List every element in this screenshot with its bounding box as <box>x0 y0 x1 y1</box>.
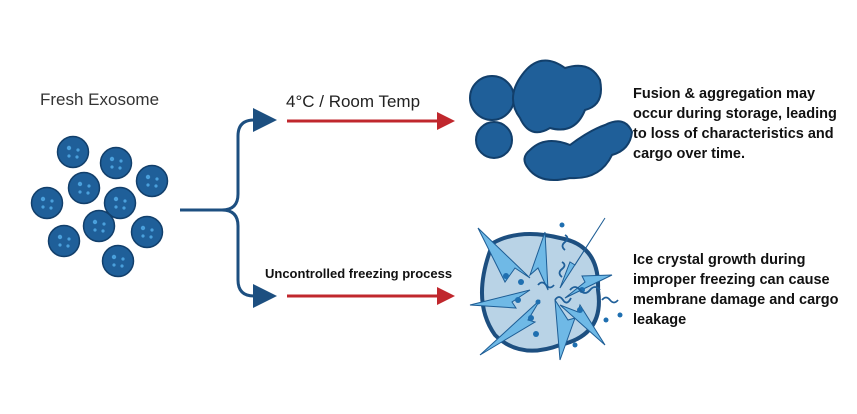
exosome <box>101 244 135 278</box>
ice-damaged-exosome <box>469 217 623 361</box>
exosome <box>56 135 90 169</box>
aggregated-exosomes <box>469 59 634 181</box>
branch-arrow-lower <box>221 208 277 308</box>
exosome <box>130 215 164 249</box>
exosome <box>67 171 101 205</box>
room-temp-label: 4°C / Room Temp <box>286 92 421 111</box>
freezing-label: Uncontrolled freezing process <box>265 266 453 281</box>
fresh-exosome-label: Fresh Exosome <box>40 90 160 109</box>
fresh-exosome-cluster <box>30 135 169 278</box>
aggregation-description: Fusion & aggregation may occur during st… <box>633 86 837 162</box>
ice-damage-description: Ice crystal growth during improper freez… <box>633 252 839 328</box>
exosome <box>30 186 64 220</box>
exosome <box>99 146 133 180</box>
exosome <box>47 224 81 258</box>
exosome <box>82 209 116 243</box>
branch-arrow <box>180 108 277 212</box>
exosome <box>135 164 169 198</box>
exosome <box>103 186 137 220</box>
